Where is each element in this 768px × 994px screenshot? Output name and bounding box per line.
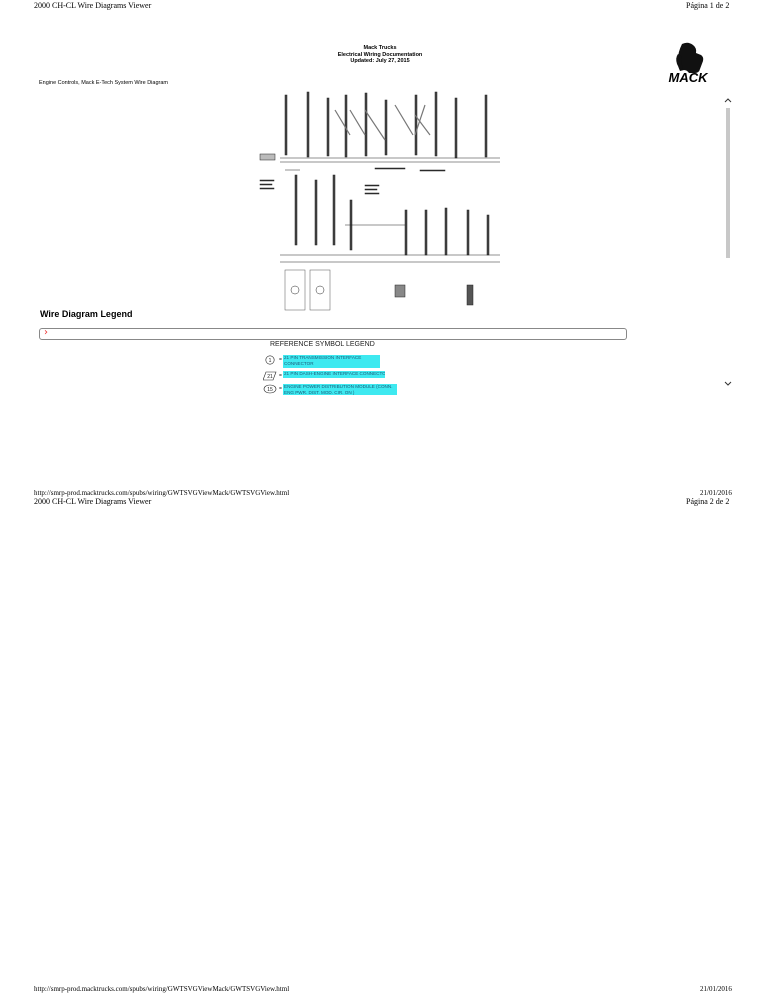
scroll-up-icon <box>724 98 732 103</box>
chevron-right-icon: › <box>44 327 48 338</box>
svg-text:1: 1 <box>269 358 272 364</box>
legend-title: Wire Diagram Legend <box>40 309 133 319</box>
parallelogram-symbol-icon: 21 <box>263 371 277 381</box>
logo-wordmark: MACK <box>669 70 710 84</box>
doc-updated: Updated: July 27, 2015 <box>350 58 410 64</box>
legend-expand-bar[interactable]: › <box>39 327 627 340</box>
svg-text:21: 21 <box>267 374 273 380</box>
scroll-thumb <box>726 108 730 258</box>
wiring-diagram <box>255 90 505 315</box>
reference-text: 21 PIN DASH-ENGINE INTERFACE CONNECTOR <box>283 371 385 378</box>
bulldog-icon: MACK <box>669 42 710 85</box>
diagram-subtitle: Engine Controls, Mack E-Tech System Wire… <box>39 80 168 86</box>
page1-footer-date: 21/01/2016 <box>700 489 732 497</box>
mack-logo: MACK <box>652 40 724 85</box>
reference-text: ENGINE POWER DISTRIBUTION MODULE (CONN. … <box>283 384 397 395</box>
reference-title: REFERENCE SYMBOL LEGEND <box>270 341 375 348</box>
oval-symbol-icon: 15 <box>263 384 277 394</box>
reference-text: 21 PIN TRANSMISSION INTERFACE CONNECTOR <box>283 355 380 368</box>
doc-title: Electrical Wiring Documentation <box>337 51 423 58</box>
svg-text:15: 15 <box>267 387 273 393</box>
page1-page-label: Página 1 de 2 <box>686 1 730 10</box>
scroll-down-icon <box>724 381 732 386</box>
doc-company: Mack Trucks <box>363 45 397 51</box>
page1-browser-title: 2000 CH-CL Wire Diagrams Viewer <box>34 1 152 10</box>
circle-symbol-icon: 1 <box>265 355 275 365</box>
page2-footer-date: 21/01/2016 <box>700 985 732 993</box>
page2-browser-title: 2000 CH-CL Wire Diagrams Viewer <box>34 497 152 506</box>
page2-page-label: Página 2 de 2 <box>686 497 730 506</box>
diagram-scrollbar[interactable] <box>722 93 734 393</box>
page2-footer-url: http://smrp-prod.macktrucks.com/spubs/wi… <box>34 985 290 993</box>
document-header: Mack Trucks Electrical Wiring Documentat… <box>330 45 430 65</box>
page1-footer-url: http://smrp-prod.macktrucks.com/spubs/wi… <box>34 489 290 497</box>
